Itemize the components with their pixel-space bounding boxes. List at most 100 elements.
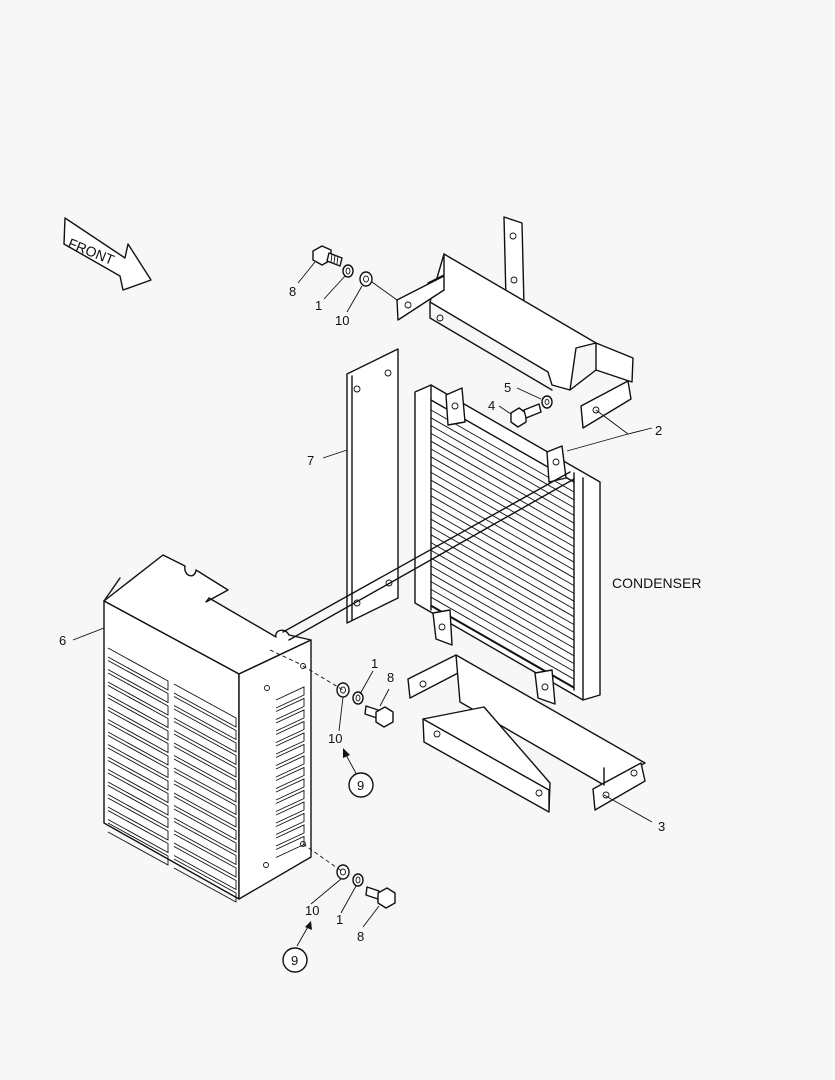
fin-line: [430, 417, 575, 501]
louver: [275, 732, 305, 755]
louver: [107, 797, 169, 841]
callout-bracket-upper: 2: [655, 423, 662, 438]
fin-line: [430, 425, 575, 508]
leader-lines: [72, 261, 653, 928]
louver: [275, 697, 305, 720]
louver: [107, 697, 169, 741]
louver: [107, 772, 169, 816]
callout-bolt-mid: 8: [387, 670, 394, 685]
assembly-line: [288, 478, 575, 641]
cover-louvers-side: [275, 686, 305, 858]
fin-line: [430, 534, 575, 618]
ref-arrow-mid-icon: [343, 748, 359, 778]
assembly-line: [282, 471, 571, 633]
ref-circle-bot: [282, 947, 308, 973]
louver: [275, 743, 305, 766]
louver: [275, 789, 305, 812]
louver: [107, 810, 169, 854]
fin-line: [430, 573, 575, 657]
callout-washer-top: 10: [335, 313, 349, 328]
fin-line: [430, 456, 575, 540]
fin-line: [430, 557, 575, 641]
fin-line: [430, 565, 575, 649]
fin-line: [430, 542, 575, 625]
louver: [173, 721, 237, 766]
cover-louvers-front: [107, 647, 237, 903]
bolt-small: [510, 403, 542, 428]
fin-line: [430, 440, 575, 524]
front-arrow-icon: FRONT: [63, 217, 152, 291]
callout-bolt-top: 8: [289, 284, 296, 299]
louver: [275, 766, 305, 789]
callout-bolt-bot: 8: [357, 929, 364, 944]
louver: [275, 755, 305, 778]
callout-lockwasher-top: 1: [315, 298, 322, 313]
fin-line: [430, 448, 575, 532]
louver: [173, 683, 237, 728]
washer-small: [541, 395, 553, 409]
callout-ref-bot: 9: [291, 953, 298, 968]
fin-line: [430, 503, 575, 586]
fin-line: [430, 511, 575, 594]
louver: [107, 685, 169, 729]
louver: [107, 660, 169, 704]
washer-bot: [336, 864, 350, 880]
lower-bracket: [407, 654, 646, 813]
louver: [275, 720, 305, 743]
louver: [173, 708, 237, 753]
louver: [275, 801, 305, 824]
bolt-top: [312, 245, 343, 267]
alignment-line: [302, 843, 344, 873]
callout-plate: 7: [307, 453, 314, 468]
bolt-mid: [364, 705, 394, 728]
louver: [173, 783, 237, 828]
louver: [107, 672, 169, 716]
condenser-fins: [430, 409, 575, 688]
louver: [173, 771, 237, 816]
washer-top: [359, 271, 373, 287]
louver: [107, 710, 169, 754]
upper-bracket: [396, 216, 634, 429]
alignment-line: [269, 649, 301, 665]
louver: [173, 758, 237, 803]
fin-line: [430, 550, 575, 633]
louver: [107, 822, 169, 866]
fin-line: [430, 518, 575, 602]
fin-line: [430, 472, 575, 555]
louver: [107, 722, 169, 766]
louver: [173, 858, 237, 903]
louver: [107, 735, 169, 779]
lockwasher-top: [342, 264, 354, 278]
callout-bracket-lower: 3: [658, 819, 665, 834]
louver: [107, 785, 169, 829]
callout-lockwasher-bot: 1: [336, 912, 343, 927]
louver: [173, 808, 237, 853]
louver: [107, 760, 169, 804]
louver: [275, 812, 305, 835]
fin-line: [430, 479, 575, 563]
louver: [275, 835, 305, 858]
fin-line: [430, 581, 575, 664]
condenser: [414, 384, 601, 705]
alignment-line: [302, 665, 344, 691]
cover: [103, 554, 312, 903]
callout-bolt-small: 4: [488, 398, 495, 413]
louver: [173, 821, 237, 866]
lockwasher-bot: [352, 873, 364, 887]
fin-line: [430, 495, 575, 579]
louver: [107, 747, 169, 791]
louver: [173, 746, 237, 791]
lockwasher-mid: [352, 691, 364, 705]
louver: [173, 833, 237, 878]
louver: [275, 778, 305, 801]
bolt-bot: [365, 886, 396, 909]
callout-cover: 6: [59, 633, 66, 648]
fin-line: [430, 487, 575, 571]
louver: [173, 796, 237, 841]
louver: [275, 686, 305, 709]
louver: [275, 824, 305, 847]
louver: [173, 846, 237, 891]
fin-line: [430, 464, 575, 547]
side-plate: [346, 348, 399, 624]
callout-lockwasher-mid: 1: [371, 656, 378, 671]
